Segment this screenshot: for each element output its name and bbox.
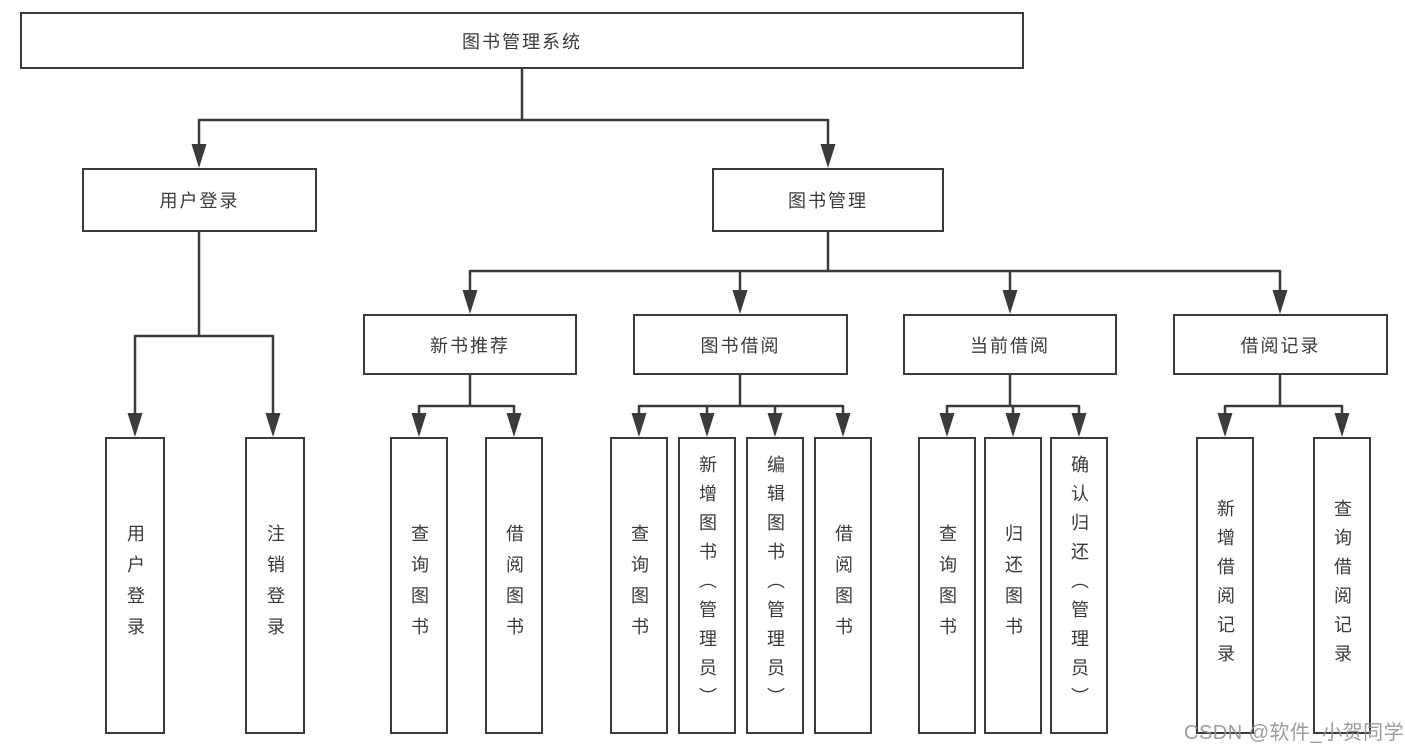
node-current-borrow: 当前借阅: [903, 314, 1117, 375]
leaf-add-borrow-record: 新增借阅记录: [1196, 437, 1254, 734]
node-new-book-recommend: 新书推荐: [363, 314, 577, 375]
node-book-borrow: 图书借阅: [633, 314, 848, 375]
watermark: CSDN @软件_小贺同学: [1184, 722, 1405, 744]
leaf-query-books-3: 查询图书: [918, 437, 976, 734]
leaf-add-books-admin: 新增图书（管理员）: [678, 437, 736, 734]
node-borrow-record: 借阅记录: [1173, 314, 1388, 375]
leaf-confirm-return-admin: 确认归还（管理员）: [1050, 437, 1108, 734]
leaf-user-login: 用户登录: [105, 437, 165, 734]
leaf-query-books-2: 查询图书: [610, 437, 668, 734]
leaf-query-borrow-record: 查询借阅记录: [1313, 437, 1371, 734]
leaf-return-books: 归还图书: [984, 437, 1042, 734]
leaf-logout: 注销登录: [245, 437, 305, 734]
leaf-borrow-books: 借阅图书: [485, 437, 543, 734]
node-user-login: 用户登录: [82, 168, 317, 232]
leaf-query-books: 查询图书: [390, 437, 448, 734]
node-library-management-system: 图书管理系统: [20, 12, 1024, 69]
node-book-management: 图书管理: [712, 168, 944, 232]
arrowheads: [127, 144, 1350, 437]
leaf-edit-books-admin: 编辑图书（管理员）: [746, 437, 804, 734]
leaf-borrow-books-2: 借阅图书: [814, 437, 872, 734]
